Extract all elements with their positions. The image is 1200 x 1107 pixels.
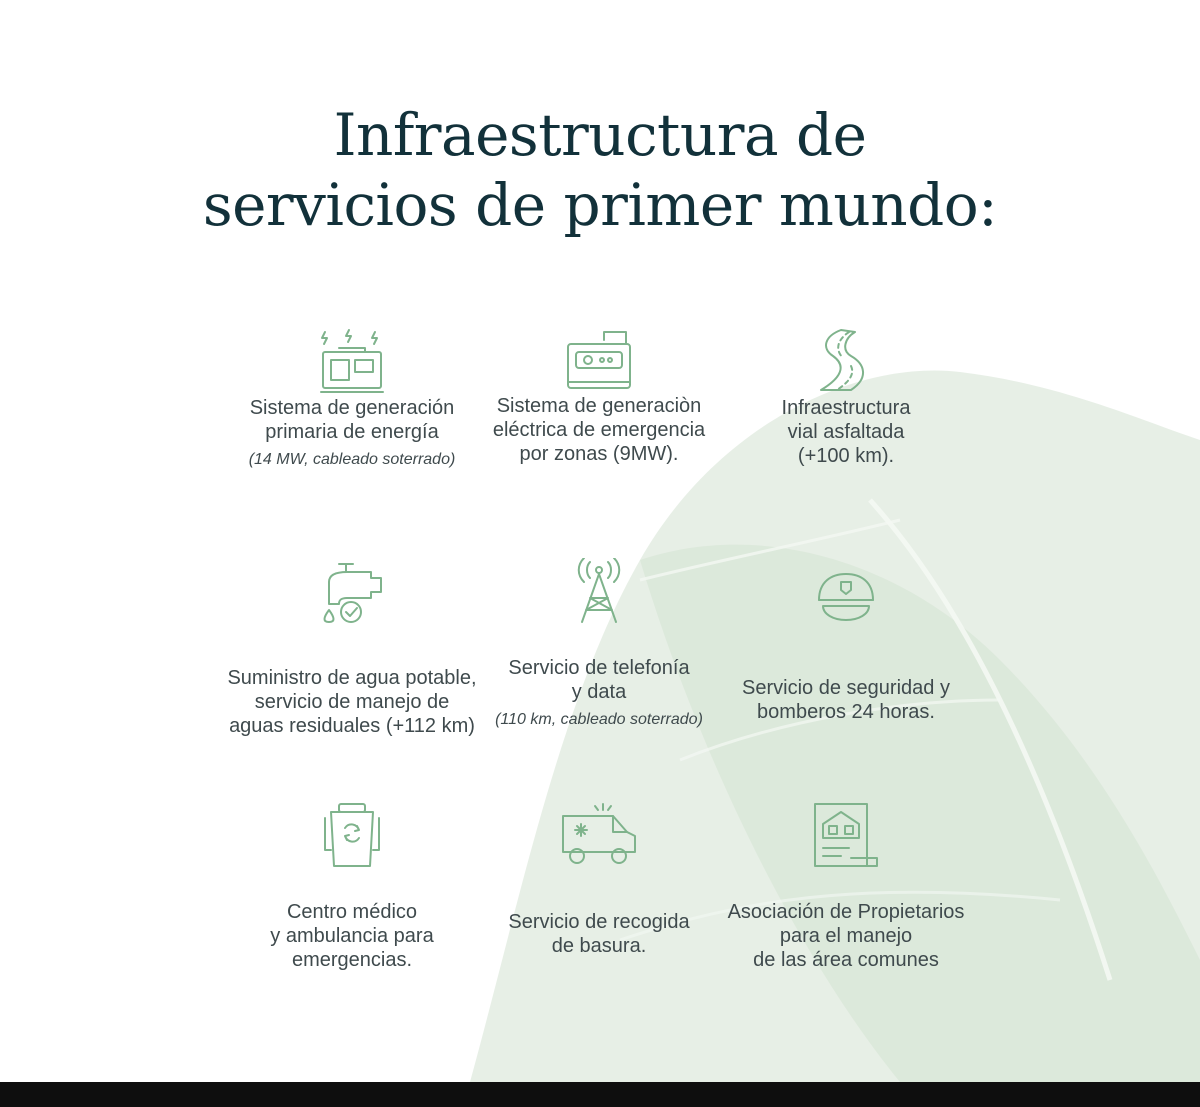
service-emergency-generation: Sistema de generaciòn eléctrica de emerg… — [469, 326, 729, 466]
service-telecom: Servicio de telefonía y data (110 km, ca… — [469, 558, 729, 731]
service-owners-association: Asociación de Propietarios para el manej… — [716, 802, 976, 972]
service-garbage-collection: Servicio de recogida de basura. — [469, 800, 729, 958]
page-title: Infraestructura de servicios de primer m… — [0, 100, 1200, 240]
house-document-icon — [814, 803, 878, 867]
ambulance-icon — [562, 803, 636, 864]
service-paved-road: Infraestructura vial asfaltada (+100 km)… — [716, 326, 976, 468]
telecom-tower-icon — [577, 558, 621, 623]
emergency-generator-icon — [567, 331, 631, 389]
water-tap-icon — [323, 563, 382, 623]
service-medical: Centro médico y ambulancia para emergenc… — [222, 802, 482, 972]
footer-bar — [0, 1082, 1200, 1107]
service-security: Servicio de seguridad y bomberos 24 hora… — [716, 570, 976, 724]
service-water-supply: Suministro de agua potable, servicio de … — [222, 560, 482, 738]
recycling-bin-icon — [324, 803, 380, 867]
security-cap-icon — [818, 573, 874, 621]
power-generator-icon — [320, 329, 384, 393]
paved-road-icon — [820, 329, 864, 391]
title-line-1: Infraestructura de — [333, 101, 867, 169]
title-line-2: servicios de primer mundo: — [202, 171, 998, 239]
service-power-generation: Sistema de generación primaria de energí… — [222, 328, 482, 471]
